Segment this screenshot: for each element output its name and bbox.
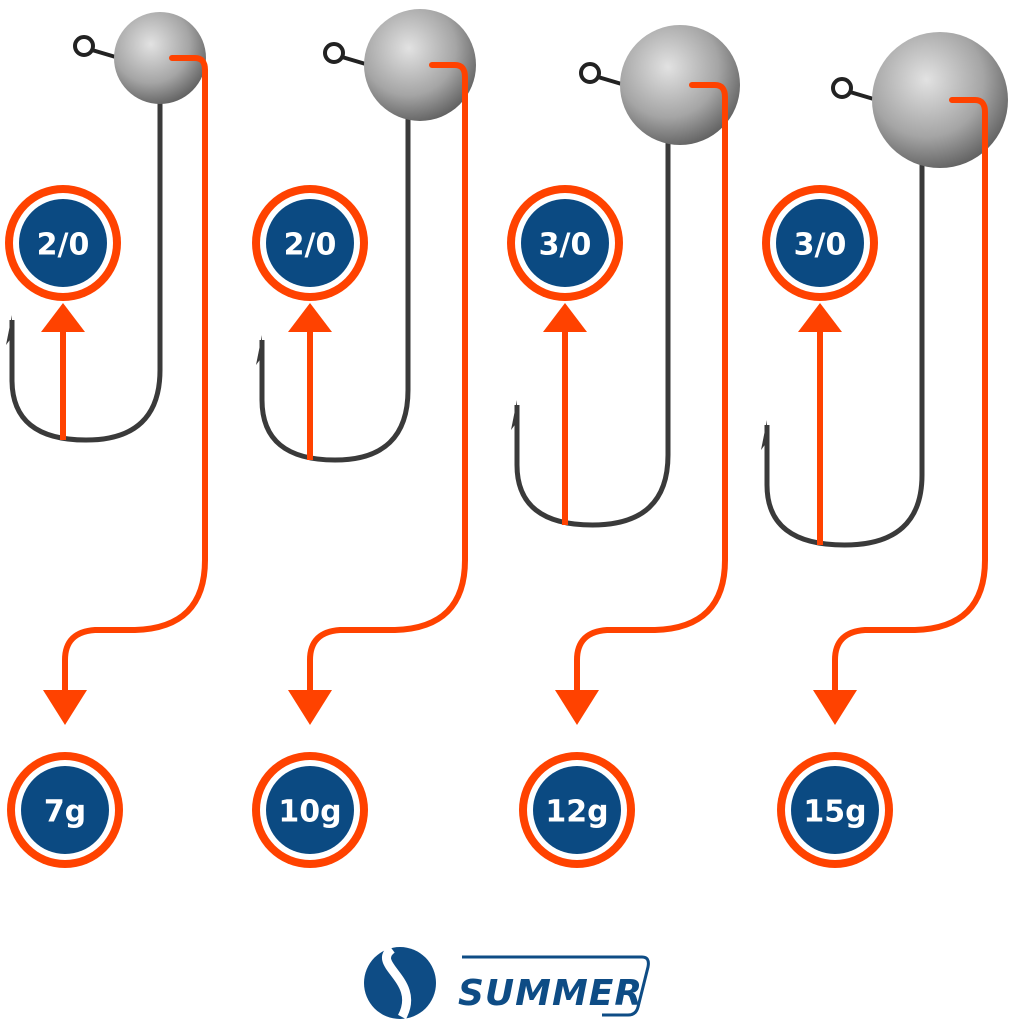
weight-badge-label: 10g <box>278 795 341 830</box>
logo-frame <box>462 955 650 1017</box>
hook-barb <box>6 315 12 345</box>
weight-badge: 10g <box>252 752 368 868</box>
hook-size-badge-label: 2/0 <box>284 228 337 263</box>
hook-eye-icon <box>73 35 95 57</box>
hook-eye-icon <box>831 77 853 99</box>
lead-head-icon <box>620 25 740 145</box>
hook-size-badge: 2/0 <box>5 185 121 301</box>
hook-eye-icon <box>579 62 601 84</box>
lead-head-icon <box>114 12 206 104</box>
hook-size-badge: 3/0 <box>762 185 878 301</box>
hook-size-badge-label: 3/0 <box>539 228 592 263</box>
jig-column: 3/0 12g <box>507 25 740 868</box>
hook-size-badge-label: 2/0 <box>37 228 90 263</box>
hook-icon <box>514 85 671 528</box>
hook-icon <box>9 58 163 443</box>
brand-name: SUMMER <box>458 973 643 1014</box>
arrow-up-icon <box>288 303 332 332</box>
arrow-up-icon <box>41 303 85 332</box>
arrow-up-icon <box>798 303 842 332</box>
hook-size-badge-label: 3/0 <box>794 228 847 263</box>
weight-badge-label: 15g <box>803 795 866 830</box>
weight-badge-label: 12g <box>545 795 608 830</box>
weight-badge: 7g <box>7 752 123 868</box>
arrow-down-icon <box>288 690 332 725</box>
weight-pointer-line <box>307 62 468 693</box>
jig-column: 2/0 7g <box>5 12 208 868</box>
arrow-down-icon <box>813 690 857 725</box>
weight-badge-label: 7g <box>44 795 86 830</box>
weight-badge: 12g <box>519 752 635 868</box>
hook-eye-icon <box>323 42 345 64</box>
hook-icon <box>259 65 411 463</box>
hook-barb <box>256 335 262 365</box>
arrow-down-icon <box>555 690 599 725</box>
hook-icon <box>764 100 925 548</box>
hook-barb <box>511 400 517 430</box>
weight-badge: 15g <box>777 752 893 868</box>
arrow-down-icon <box>43 690 87 725</box>
hook-size-badge: 3/0 <box>507 185 623 301</box>
lead-head-icon <box>364 9 476 121</box>
weight-pointer-line <box>62 55 208 693</box>
brand-logo: SUMMER <box>364 945 650 1020</box>
lead-head-icon <box>872 32 1008 168</box>
hook-barb <box>761 420 767 450</box>
jig-column: 2/0 10g <box>252 9 476 868</box>
jig-column: 3/0 15g <box>761 32 1008 868</box>
arrow-up-icon <box>543 303 587 332</box>
weight-pointer-line <box>832 97 988 693</box>
hook-size-badge: 2/0 <box>252 185 368 301</box>
weight-pointer-line <box>574 82 728 693</box>
